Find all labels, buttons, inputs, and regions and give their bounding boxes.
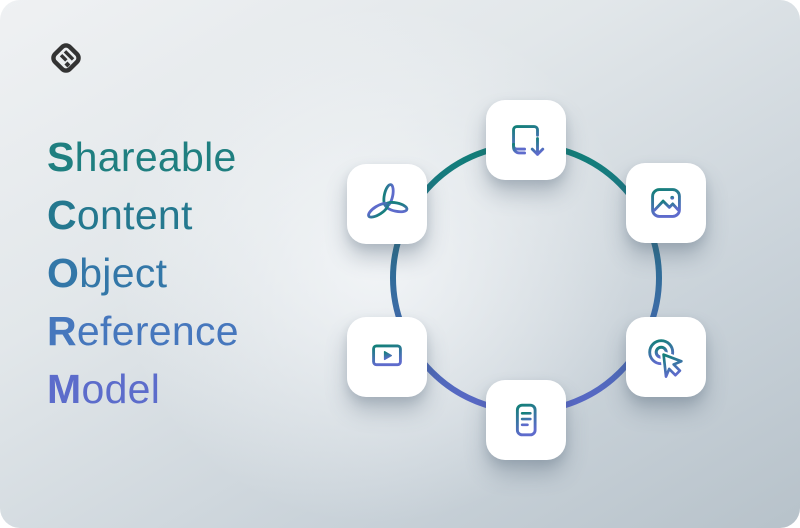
title-rest: odel bbox=[81, 366, 161, 412]
click-cursor-icon bbox=[648, 339, 685, 380]
title-initial: S bbox=[47, 134, 75, 180]
title-line-model: Model bbox=[47, 360, 239, 418]
node-card-pdf bbox=[347, 164, 427, 244]
brand-logo-icon bbox=[51, 43, 81, 73]
title-line-reference: Reference bbox=[47, 302, 239, 360]
title-line-content: Content bbox=[47, 186, 239, 244]
node-card-package-export bbox=[486, 100, 566, 180]
node-card-interactive bbox=[626, 317, 706, 397]
title-line-shareable: Shareable bbox=[47, 128, 239, 186]
title-rest: bject bbox=[79, 250, 168, 296]
title-initial: C bbox=[47, 192, 77, 238]
video-player-icon bbox=[372, 344, 402, 371]
node-card-video bbox=[347, 317, 427, 397]
page-title: Shareable Content Object Reference Model bbox=[47, 128, 239, 418]
node-card-document bbox=[486, 380, 566, 460]
package-export-icon bbox=[512, 125, 545, 156]
text-document-icon bbox=[515, 403, 537, 437]
pdf-icon bbox=[367, 183, 409, 219]
title-rest: hareable bbox=[74, 134, 237, 180]
image-icon bbox=[651, 188, 681, 218]
title-line-object: Object bbox=[47, 244, 239, 302]
content-cycle-diagram bbox=[330, 80, 730, 480]
node-card-image bbox=[626, 163, 706, 243]
title-rest: eference bbox=[76, 308, 239, 354]
title-rest: ontent bbox=[76, 192, 193, 238]
title-initial: R bbox=[47, 308, 77, 354]
title-initial: M bbox=[47, 366, 82, 412]
title-initial: O bbox=[47, 250, 80, 296]
